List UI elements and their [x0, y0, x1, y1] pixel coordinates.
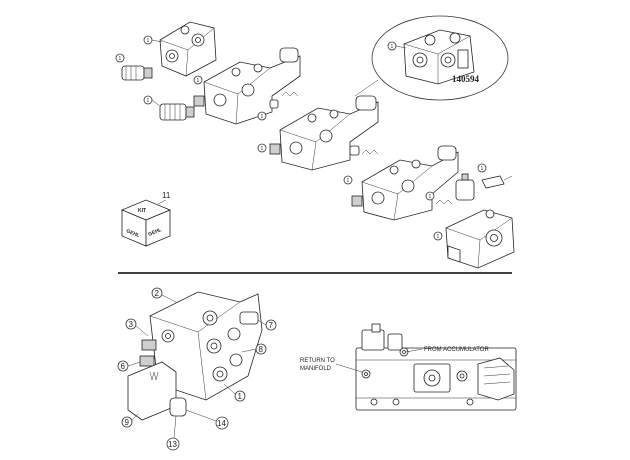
inset-part-number: 140594 — [452, 74, 480, 84]
end-cover — [445, 209, 515, 269]
svg-text:14: 14 — [217, 419, 226, 428]
svg-text:6: 6 — [121, 362, 126, 371]
solenoid-coil — [455, 173, 475, 201]
callout-section-c: 1 — [343, 175, 353, 185]
svg-text:7: 7 — [269, 321, 274, 330]
valve-section-c — [351, 145, 459, 221]
return-label-line1: RETURN TO — [300, 358, 335, 364]
svg-text:3: 3 — [129, 320, 134, 329]
svg-text:1: 1 — [119, 56, 122, 62]
svg-text:1: 1 — [481, 166, 484, 172]
callout-section-b: 1 — [257, 143, 267, 153]
svg-text:1: 1 — [261, 114, 264, 120]
inset-valve-section — [403, 29, 475, 85]
svg-text:1: 1 — [261, 146, 264, 152]
callout-cartridge-lower: 1 — [143, 95, 161, 107]
callout-b-6: 6 — [117, 360, 141, 372]
callout-solenoid: 1 — [477, 163, 487, 173]
kit-box: KIT GEHL GEHL — [120, 199, 172, 247]
callout-end-cover: 1 — [433, 231, 443, 241]
callout-b-13: 13 — [166, 415, 180, 451]
callout-b-7: 7 — [257, 319, 277, 331]
callout-spring-c: 1 — [425, 191, 435, 201]
callout-b-3: 3 — [125, 318, 149, 337]
kit-leader — [157, 199, 167, 205]
callout-b-2: 2 — [151, 287, 177, 303]
inset-leader-line — [354, 79, 379, 97]
inset-ellipse — [371, 15, 509, 101]
valve-section-a — [193, 47, 301, 125]
kit-box-right-text: GEHL — [148, 227, 163, 238]
svg-text:1: 1 — [429, 194, 432, 200]
spring-small-a — [269, 91, 299, 109]
callout-relief-body: 1 — [143, 35, 163, 45]
callout-b-1: 1 — [223, 383, 246, 402]
svg-text:1: 1 — [147, 38, 150, 44]
kit-box-top-text: KIT — [138, 208, 146, 214]
cartridge-valve-lower — [159, 103, 195, 121]
svg-text:1: 1 — [238, 392, 243, 401]
svg-text:1: 1 — [391, 44, 394, 50]
spring-small-c — [435, 199, 453, 205]
callout-section-a: 1 — [193, 75, 203, 85]
kit-box-left-text: GEHL — [125, 228, 140, 239]
svg-text:1: 1 — [347, 178, 350, 184]
svg-text:1: 1 — [437, 234, 440, 240]
callout-kit: 11 — [162, 191, 171, 200]
callout-b-14: 14 — [185, 409, 229, 430]
svg-text:9: 9 — [125, 418, 130, 427]
callout-b-9: 9 — [121, 413, 139, 428]
callout-cartridge-upper: 1 — [115, 53, 125, 63]
svg-text:1: 1 — [147, 98, 150, 104]
valve-bank-side-view — [355, 323, 517, 411]
valve-section-b — [269, 95, 379, 171]
from-accumulator-label: FROM ACCUMULATOR — [424, 347, 489, 353]
spring-small-b — [349, 145, 379, 156]
svg-text:2: 2 — [155, 289, 160, 298]
callout-plug-a: 1 — [257, 111, 267, 121]
return-leader — [335, 363, 363, 373]
svg-text:13: 13 — [168, 440, 177, 449]
svg-text:1: 1 — [197, 78, 200, 84]
accumulator-leader — [405, 348, 423, 353]
relief-valve-body — [159, 21, 217, 77]
svg-text:8: 8 — [259, 345, 264, 354]
return-label-line2: MANIFOLD — [300, 366, 332, 372]
connector-plug — [481, 175, 513, 189]
cartridge-valve-upper — [121, 65, 153, 81]
inset-callout: 1 — [387, 41, 407, 51]
assembled-valve-bank — [127, 291, 263, 421]
callout-b-8: 8 — [241, 343, 267, 355]
